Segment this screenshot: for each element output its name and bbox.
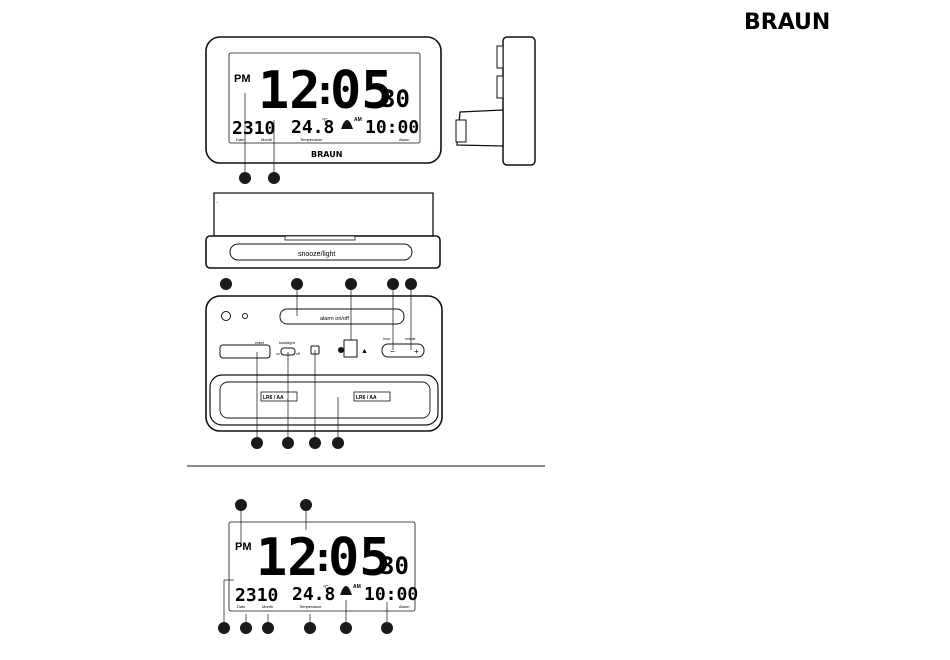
callout-marker <box>235 499 247 511</box>
callout-marker <box>304 622 316 634</box>
front-logo: BRAUN <box>311 150 342 159</box>
callout-marker <box>405 278 417 290</box>
svg-text:−: − <box>390 347 395 356</box>
sensor-hole <box>222 312 231 321</box>
callout-marker <box>309 437 321 449</box>
callout-marker <box>332 437 344 449</box>
display-detail: PM 12 : 05 30 2310 Date Month 24.8 °C Te… <box>218 499 418 634</box>
callout-marker <box>220 278 232 290</box>
callout-marker <box>239 172 251 184</box>
callout-marker <box>381 622 393 634</box>
alarm-switch <box>344 340 357 357</box>
callout-marker <box>251 437 263 449</box>
date-label: Date <box>236 137 245 142</box>
svg-text:off: off <box>296 352 300 356</box>
callout-marker <box>340 622 352 634</box>
svg-text:°C: °C <box>323 585 329 591</box>
callout-marker <box>240 622 252 634</box>
svg-text:on: on <box>276 352 280 356</box>
svg-text:+: + <box>414 347 419 356</box>
callout-marker <box>291 278 303 290</box>
svg-text:AM: AM <box>353 584 361 590</box>
reset-button <box>220 345 270 358</box>
svg-text:Alarm: Alarm <box>399 604 410 609</box>
month-label: Month <box>261 137 272 142</box>
hours-digits: 12 <box>258 61 321 121</box>
bell-small-icon: ▲ <box>361 348 368 355</box>
alarm-label: Alarm <box>399 137 410 142</box>
callout-marker <box>218 622 230 634</box>
temperature-digits: 24.8 <box>291 117 334 138</box>
clock-body-side <box>503 37 535 165</box>
alarm-slider-label: alarm on/off <box>320 316 349 322</box>
svg-text:hour: hour <box>383 337 391 341</box>
temp-unit: °C <box>322 118 328 124</box>
battery-left-label: LR6 / AA <box>263 395 284 401</box>
svg-text:Date: Date <box>237 604 246 609</box>
callout-marker <box>300 499 312 511</box>
svg-text:24.8: 24.8 <box>292 584 335 605</box>
backlight-label: backlight <box>279 340 296 345</box>
temperature-label: Temperature <box>300 137 323 142</box>
callout-marker <box>345 278 357 290</box>
back-view: alarm on/off ▲ reset backlight on off ho… <box>206 278 442 449</box>
callout-marker <box>387 278 399 290</box>
svg-text:minute: minute <box>405 337 416 341</box>
svg-text:Month: Month <box>262 604 273 609</box>
alarm-time: 10:00 <box>365 117 419 138</box>
callout-marker <box>282 437 294 449</box>
snooze-light-label: snooze/light <box>298 251 335 258</box>
side-view <box>456 37 535 165</box>
svg-text:PM: PM <box>235 541 252 553</box>
date-digits: 2310 <box>232 118 275 139</box>
front-view: PM 12 : 05 30 2310 Date Month 24.8 °C Te… <box>206 37 441 184</box>
brand-logo: BRAUN <box>744 10 830 35</box>
callout-marker <box>262 622 274 634</box>
reset-label: reset <box>255 340 265 345</box>
ampm-indicator: PM <box>234 73 251 85</box>
top-view: snooze/light . <box>206 193 440 268</box>
battery-right-label: LR6 / AA <box>356 395 377 401</box>
svg-text:12: 12 <box>256 528 319 588</box>
callout-marker <box>268 172 280 184</box>
svg-text:30: 30 <box>380 552 409 580</box>
svg-text:.: . <box>216 198 218 205</box>
alarm-ampm: AM <box>354 117 362 123</box>
svg-text:10:00: 10:00 <box>364 584 418 605</box>
svg-text:2310: 2310 <box>235 585 278 606</box>
seconds-digits: 30 <box>381 85 410 113</box>
svg-text:Temperature: Temperature <box>299 604 322 609</box>
